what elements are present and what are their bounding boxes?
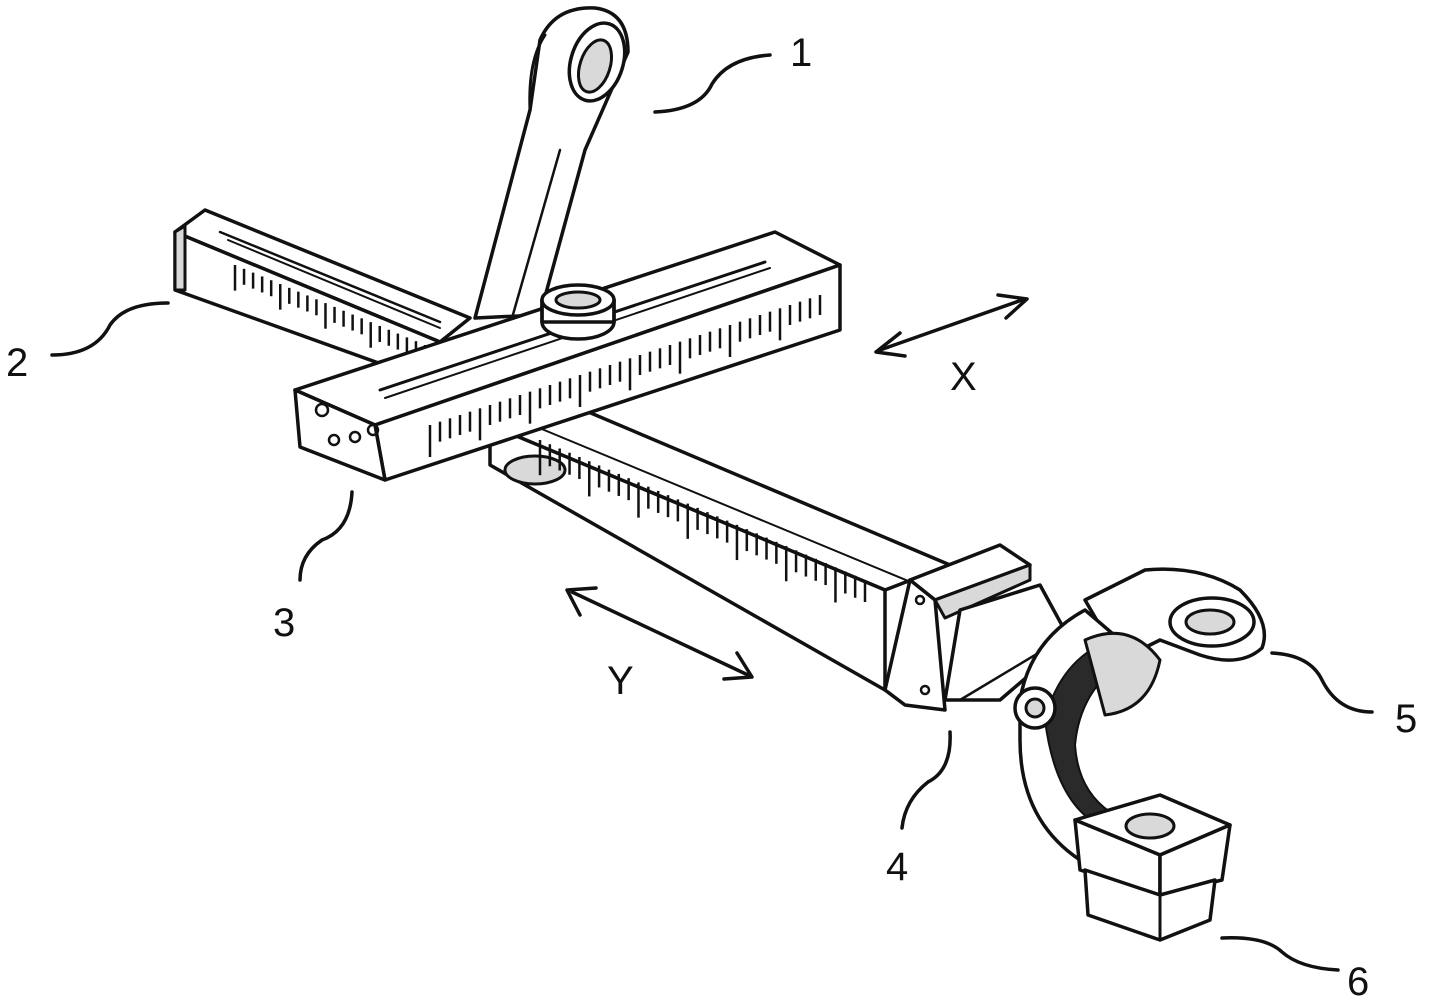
leader-line-4: [900, 730, 952, 830]
upright-arm: [473, 6, 630, 320]
axis-label-y: Y: [607, 659, 634, 703]
y-direction-arrow: [565, 586, 754, 681]
leader-line-2: [50, 301, 170, 357]
leader-line-5: [1270, 651, 1374, 714]
leader-line-6: [1220, 936, 1340, 972]
y-beam-front-scale: [538, 440, 867, 603]
leader-line-1: [653, 53, 772, 114]
y-beam-front: [488, 398, 952, 692]
label-6: 6: [1347, 960, 1369, 1004]
label-5: 5: [1395, 697, 1417, 741]
label-1: 1: [790, 31, 812, 75]
flange-plate: [883, 543, 1032, 712]
lower-clamp-block: [1073, 793, 1232, 942]
label-2: 2: [6, 341, 28, 385]
axis-label-x: X: [950, 355, 977, 399]
locking-knob[interactable]: [540, 283, 616, 341]
x-direction-arrow: [874, 293, 1029, 358]
label-4: 4: [886, 845, 908, 889]
geared-arc: [1013, 608, 1162, 862]
label-3: 3: [273, 601, 295, 645]
x-beam-scale: [428, 295, 822, 457]
leader-line-3: [298, 490, 354, 582]
